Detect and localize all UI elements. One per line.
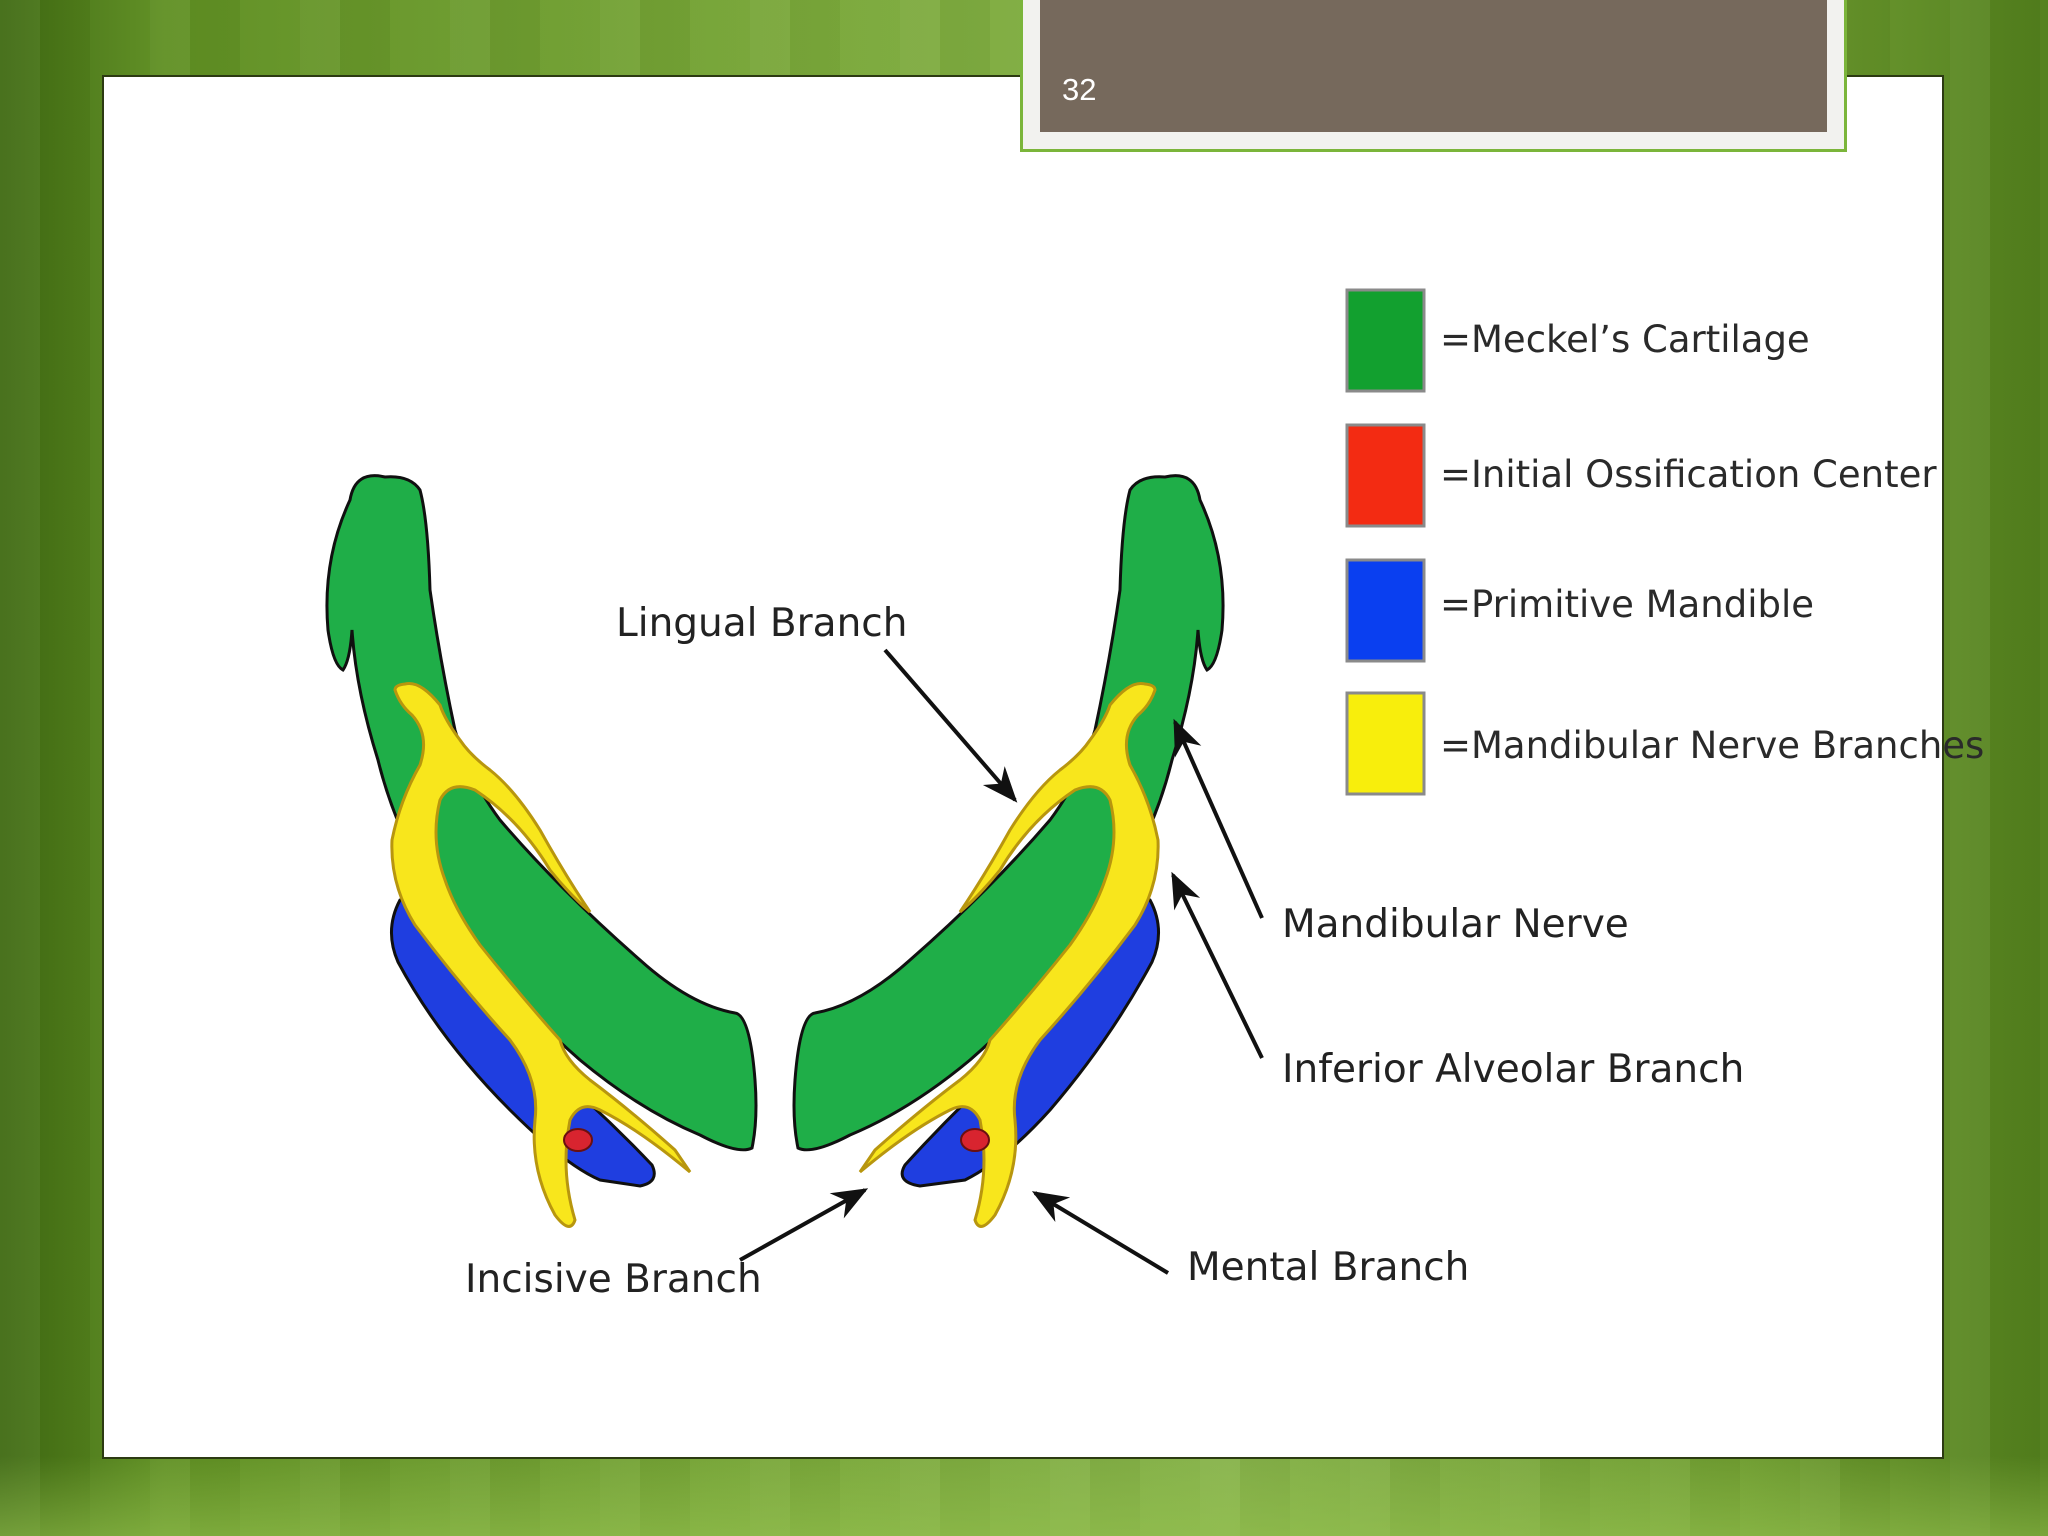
background-bottom-shade bbox=[0, 1456, 2048, 1536]
mental-branch-arrow bbox=[1031, 1191, 1170, 1275]
right-ossification-spot bbox=[960, 1128, 990, 1152]
mandibular-nerve-arrow bbox=[1173, 718, 1264, 919]
pointer-arrows bbox=[739, 648, 1264, 1275]
inferior-alveolar-arrow bbox=[1171, 871, 1264, 1059]
lingual-branch-arrow bbox=[883, 648, 1018, 803]
legend-swatch-nerve bbox=[1345, 691, 1426, 796]
slide-number: 32 bbox=[1062, 72, 1097, 107]
label-mental-branch: Mental Branch bbox=[1187, 1245, 1469, 1290]
label-inferior-alveolar-branch: Inferior Alveolar Branch bbox=[1282, 1047, 1744, 1092]
legend-label-mandible: =Primitive Mandible bbox=[1440, 583, 1814, 626]
legend-label-cartilage: =Meckel’s Cartilage bbox=[1440, 318, 1810, 361]
legend-item-mandible: =Primitive Mandible bbox=[1345, 558, 1814, 663]
legend-item-nerve: =Mandibular Nerve Branches bbox=[1345, 691, 1984, 796]
right-nerve-branches bbox=[858, 681, 1160, 1228]
label-mandibular-nerve: Mandibular Nerve bbox=[1282, 902, 1629, 947]
slide-number-box: 32 bbox=[1040, 0, 1827, 132]
left-meckels-cartilage bbox=[325, 474, 758, 1152]
incisive-branch-arrow bbox=[739, 1188, 869, 1262]
legend-label-ossification: =Initial Ossification Center bbox=[1440, 453, 1937, 496]
legend-swatch-ossification bbox=[1345, 423, 1426, 528]
right-mandible-half bbox=[792, 474, 1225, 1228]
legend-item-cartilage: =Meckel’s Cartilage bbox=[1345, 288, 1810, 393]
legend-swatch-mandible bbox=[1345, 558, 1426, 663]
right-meckels-cartilage bbox=[792, 474, 1225, 1152]
slide-number-frame: 32 bbox=[1020, 0, 1847, 152]
label-incisive-branch: Incisive Branch bbox=[465, 1257, 762, 1302]
left-nerve-branches bbox=[390, 681, 692, 1228]
legend-item-ossification: =Initial Ossification Center bbox=[1345, 423, 1937, 528]
label-lingual-branch: Lingual Branch bbox=[616, 601, 907, 646]
legend-swatch-cartilage bbox=[1345, 288, 1426, 393]
legend-label-nerve: =Mandibular Nerve Branches bbox=[1440, 724, 1984, 767]
legend: =Meckel’s Cartilage =Initial Ossificatio… bbox=[1345, 288, 1984, 796]
left-ossification-spot bbox=[563, 1128, 593, 1152]
left-mandible-half bbox=[325, 474, 758, 1228]
